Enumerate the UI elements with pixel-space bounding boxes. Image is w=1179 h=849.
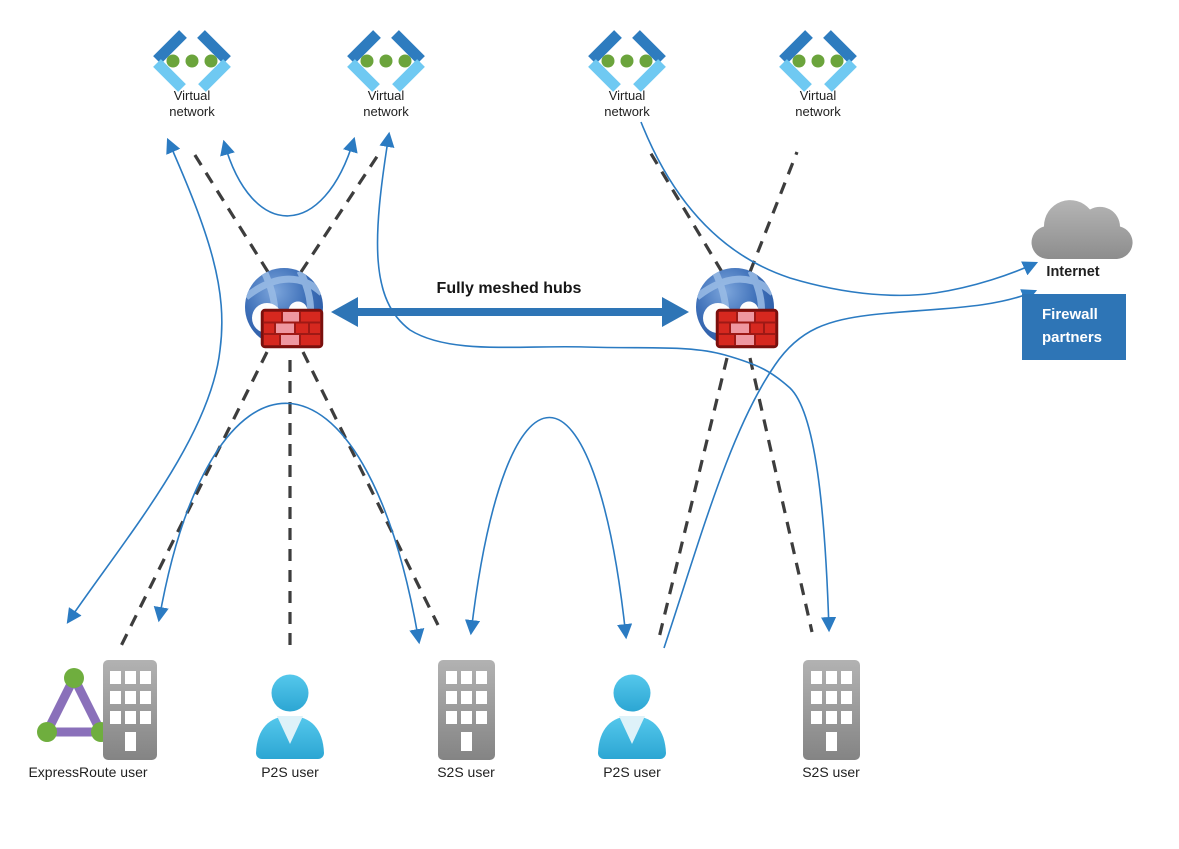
- s2s-building-icon-1: [438, 660, 495, 760]
- chevron-left-dark: [153, 30, 187, 64]
- virtual-network-icon-3: [588, 30, 666, 92]
- dashed-link-hub2-vnet4: [748, 151, 799, 273]
- fully-meshed-hubs-label: Fully meshed hubs: [436, 280, 582, 297]
- expressroute-icon: [37, 668, 111, 742]
- curve-p2s2-internet: [663, 289, 1038, 649]
- expressroute-building-icon: [103, 660, 157, 760]
- virtual-network-icon-2: [347, 30, 425, 92]
- firewall-icon: [260, 308, 324, 349]
- chevron-right-dark: [197, 30, 231, 64]
- virtual-network-label-2: Virtual network: [363, 88, 409, 120]
- virtual-network-icon-1: [153, 30, 231, 92]
- dashed-link-hub2-vnet3: [648, 151, 724, 273]
- curve-vnet2-s2s2: [376, 131, 837, 633]
- mesh-arrow-head-right: [662, 297, 689, 327]
- firewall-partners-line1: Firewall: [1042, 306, 1098, 323]
- dashed-link-hub2-s2s: [748, 357, 814, 633]
- fully-meshed-hubs-arrow: [331, 297, 689, 327]
- curve-vnet1-vnet2: [220, 136, 358, 217]
- p2s-user-icon-2: [598, 674, 666, 759]
- s2s-user-label-2: S2S user: [802, 764, 860, 780]
- p2s-user-icon-1: [256, 674, 324, 759]
- curve-s2s1-p2s2: [464, 416, 633, 640]
- traffic-curves: [66, 121, 1039, 649]
- hub-dashed-links: [118, 151, 814, 650]
- internet-cloud-icon: [1031, 200, 1133, 259]
- firewall-partners-box: Firewall partners: [1022, 294, 1126, 360]
- curve-vnet3-internet: [640, 121, 1039, 297]
- virtual-network-label-1: Virtual network: [169, 88, 215, 120]
- secured-hub-icon-right: [696, 268, 779, 349]
- s2s-building-icon-2: [803, 660, 860, 760]
- curve-vnet1-expressroute: [66, 137, 223, 624]
- curve-expressroute-s2s1: [153, 402, 425, 645]
- p2s-user-label-1: P2S user: [261, 764, 319, 780]
- s2s-user-label-1: S2S user: [437, 764, 495, 780]
- firewall-icon: [715, 308, 779, 349]
- virtual-network-label-4: Virtual network: [795, 88, 841, 120]
- mesh-arrow-head-left: [331, 297, 358, 327]
- virtual-network-label-3: Virtual network: [604, 88, 650, 120]
- dashed-link-hub1-vnet1: [191, 151, 270, 273]
- expressroute-user-label: ExpressRoute user: [28, 764, 148, 780]
- dashed-link-hub1-s2s: [301, 351, 440, 626]
- dashed-link-hub1-expressroute: [118, 351, 269, 649]
- dashed-link-hub2-p2s: [656, 357, 729, 643]
- secured-hub-icon-left: [245, 268, 324, 349]
- internet-label: Internet: [1046, 264, 1100, 280]
- p2s-user-label-2: P2S user: [603, 764, 661, 780]
- firewall-partners-line2: partners: [1042, 328, 1103, 346]
- virtual-network-icon-4: [779, 30, 857, 92]
- chevron-right-light: [198, 59, 231, 92]
- dashed-link-hub1-vnet2: [299, 151, 382, 273]
- chevron-left-light: [153, 59, 186, 92]
